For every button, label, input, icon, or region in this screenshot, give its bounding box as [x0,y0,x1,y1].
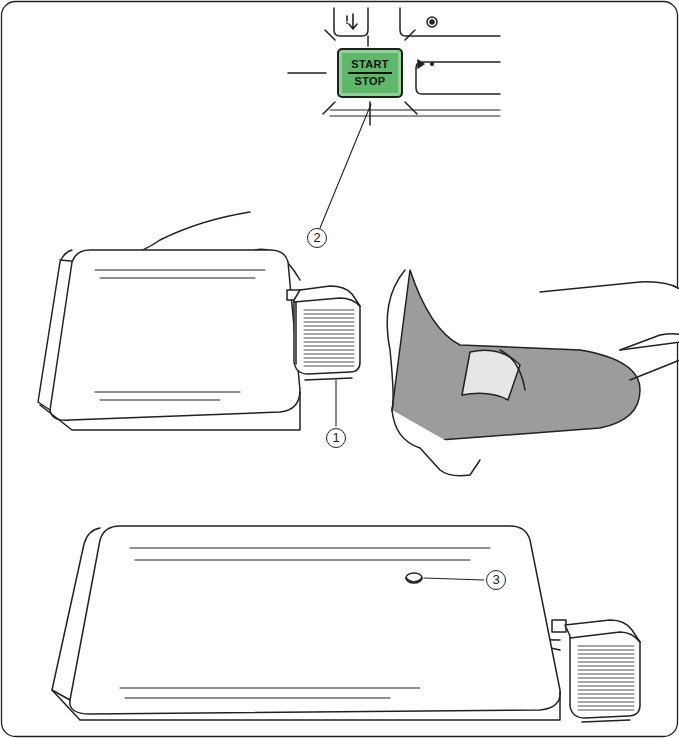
start-stop-button: START STOP [337,48,403,98]
callout-number: 1 [326,428,346,448]
divider [348,72,391,74]
leader-line [424,578,484,580]
button-label: STOP [355,75,386,88]
callout-number: 2 [307,228,327,248]
callout-number: 3 [486,570,506,590]
foot-on-pedal [387,270,679,476]
button-panel [288,8,500,228]
foot-control-open [52,526,640,722]
foot-control [38,212,360,430]
button-label: START [351,58,388,71]
leader-line [320,104,371,228]
hatching [578,646,634,710]
hatching [304,310,354,366]
